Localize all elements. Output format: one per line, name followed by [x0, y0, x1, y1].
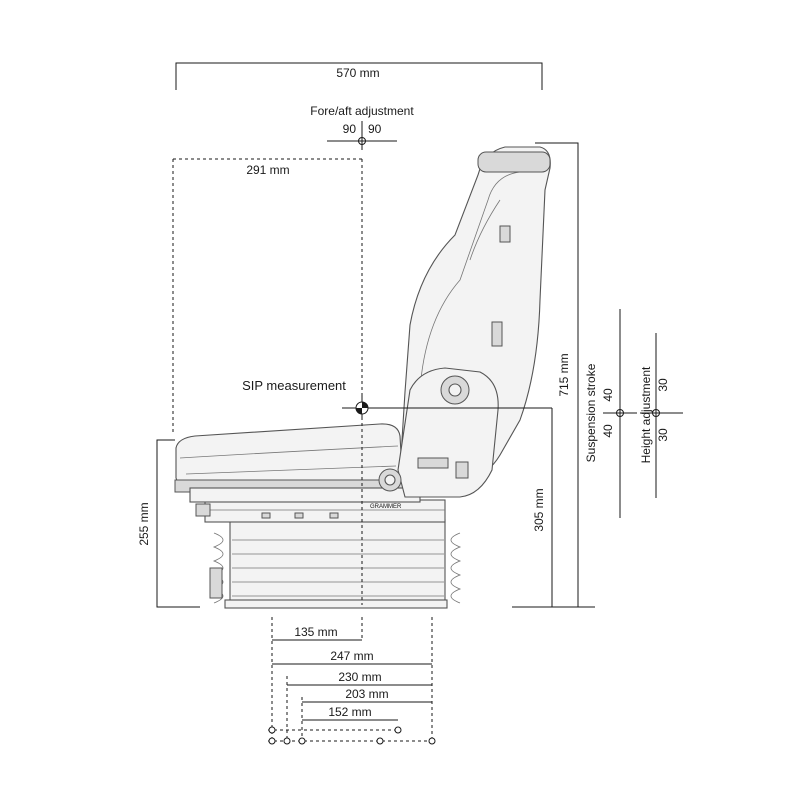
suspension-bellows — [209, 519, 462, 609]
recline-mechanism — [378, 367, 499, 498]
fore-aft-left-value: 90 — [343, 122, 357, 136]
fore-aft-title: Fore/aft adjustment — [310, 104, 414, 118]
fore-aft-adjustment: Fore/aft adjustment 90 90 — [310, 104, 414, 150]
hole-marker — [268, 737, 276, 745]
base-mounting-dimensions: 135 mm 247 mm 230 mm 203 mm 152 mm — [268, 617, 436, 745]
dim-230-label: 230 mm — [338, 670, 381, 684]
backrest-height-dimension: 715 mm — [535, 142, 579, 607]
brand-plate: GRAMMER — [370, 504, 402, 510]
hole-marker — [298, 737, 306, 745]
sip-front-dimension: 291 mm — [172, 158, 363, 605]
slide-rails: GRAMMER — [195, 499, 446, 523]
dim-152-label: 152 mm — [328, 705, 371, 719]
suspension-stroke-title: Suspension stroke — [584, 363, 598, 462]
suspension-stroke: Suspension stroke 40 40 — [584, 309, 637, 518]
sip-point: SIP measurement — [242, 378, 552, 420]
suspension-stroke-up: 40 — [601, 388, 615, 402]
sip-height-label: 305 mm — [532, 488, 546, 531]
hole-marker — [376, 737, 384, 745]
overall-width-dimension: 570 mm — [175, 62, 543, 90]
hole-marker — [428, 737, 436, 745]
hole-marker — [268, 726, 276, 734]
base-height-label: 255 mm — [137, 502, 151, 545]
sip-front-label: 291 mm — [246, 163, 289, 177]
height-adjustment-title: Height adjustment — [639, 366, 653, 463]
seat-illustration: GRAMMER — [174, 146, 551, 609]
sip-measurement-label: SIP measurement — [242, 378, 346, 393]
base-height-dimension: 255 mm — [137, 439, 200, 608]
hole-marker — [283, 737, 291, 745]
suspension-stroke-down: 40 — [601, 424, 615, 438]
dim-203-label: 203 mm — [345, 687, 388, 701]
height-adjustment-down: 30 — [656, 428, 670, 442]
dim-247-label: 247 mm — [330, 649, 373, 663]
seat-cushion — [174, 423, 421, 503]
hole-marker — [394, 726, 402, 734]
height-adjustment: Height adjustment 30 30 — [639, 333, 683, 498]
sip-height-dimension: 305 mm — [512, 408, 595, 608]
overall-width-label: 570 mm — [336, 66, 379, 80]
fore-aft-right-value: 90 — [368, 122, 382, 136]
backrest-height-label: 715 mm — [557, 353, 571, 396]
dim-135-label: 135 mm — [294, 625, 337, 639]
height-adjustment-up: 30 — [656, 378, 670, 392]
